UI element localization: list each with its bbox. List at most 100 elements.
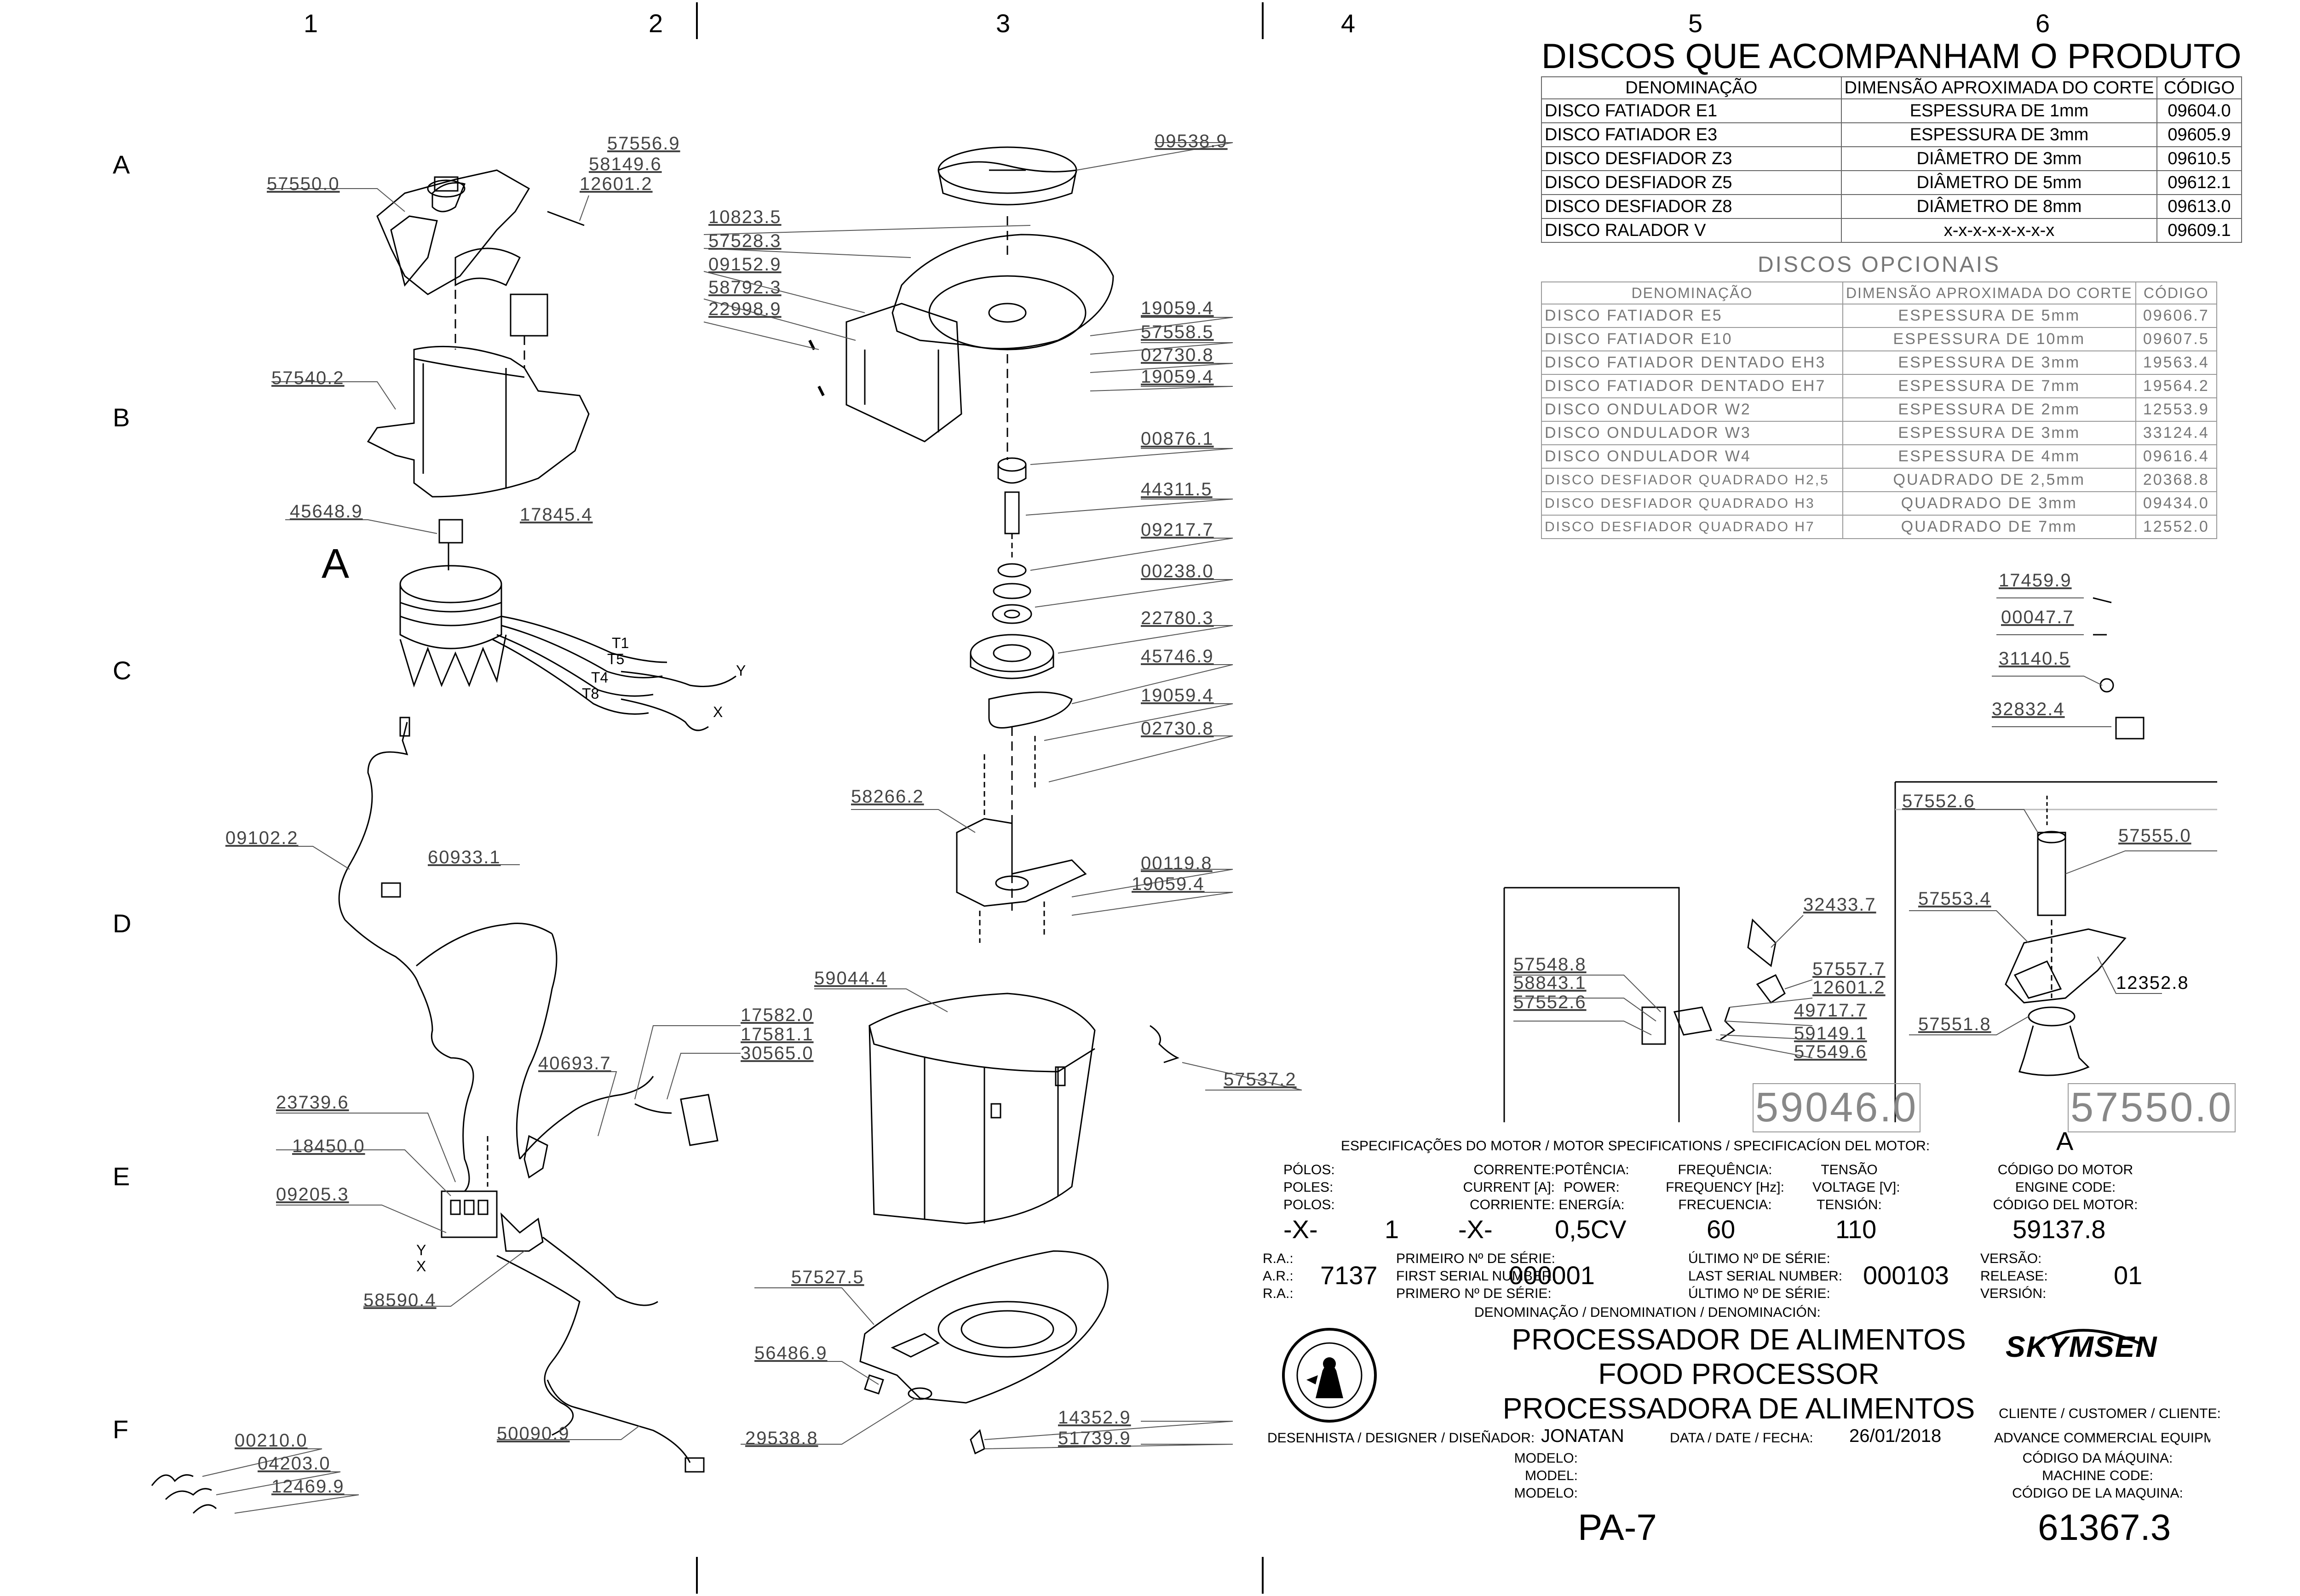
table-cell: DISCO DESFIADOR Z3 xyxy=(1541,146,1842,171)
table-header: DENOMINAÇÃO xyxy=(1541,281,1843,304)
motor-spec-heading: ESPECIFICAÇÕES DO MOTOR / MOTOR SPECIFIC… xyxy=(1341,1138,1930,1154)
part-label: 17582.0 xyxy=(741,1005,814,1025)
switch-detail-box xyxy=(1503,887,1786,1122)
table-cell: DISCO FATIADOR E1 xyxy=(1541,98,1842,123)
table-cell: DISCO DESFIADOR QUADRADO H2,5 xyxy=(1541,468,1843,492)
wire-label: Y xyxy=(736,662,746,679)
table-header: DIMENSÃO APROXIMADA DO CORTE xyxy=(1840,76,2158,99)
part-label: 19059.4 xyxy=(1141,685,1214,706)
part-label: 12601.2 xyxy=(1812,977,1886,998)
grid-column-3: 3 xyxy=(996,9,1011,38)
wire-label: X xyxy=(713,704,723,720)
motor-view-letter: A xyxy=(322,541,351,587)
last-serial-label: ÚLTIMO Nº DE SÉRIE: LAST SERIAL NUMBER: … xyxy=(1688,1251,1843,1301)
part-label: 00047.7 xyxy=(2001,607,2074,627)
part-label: 17459.9 xyxy=(1999,570,2072,591)
part-label: 32433.7 xyxy=(1803,895,1876,915)
table-cell: x-x-x-x-x-x-x-x xyxy=(1840,218,2158,243)
base-housing xyxy=(868,993,1096,1224)
part-label: 17845.4 xyxy=(520,505,593,525)
feed-head-lid xyxy=(376,169,585,337)
first-serial-value: 000001 xyxy=(1509,1261,1595,1290)
date-label: DATA / DATE / FECHA: xyxy=(1670,1430,1813,1446)
version-value: 01 xyxy=(2114,1261,2143,1290)
part-label: 00876.1 xyxy=(1141,429,1214,449)
table-header: CÓDIGO xyxy=(2135,281,2218,304)
grid-row-e: E xyxy=(113,1162,130,1191)
table-cell: 09606.7 xyxy=(2135,304,2218,328)
part-label: 58792.3 xyxy=(708,277,782,298)
grid-column-1: 1 xyxy=(304,9,318,38)
table-cell: 19564.2 xyxy=(2135,374,2218,398)
part-label: 58266.2 xyxy=(851,787,924,807)
part-label: 45648.9 xyxy=(290,501,363,522)
part-label: 22998.9 xyxy=(708,299,782,319)
grid-row-f: F xyxy=(113,1415,129,1444)
table-cell: ESPESSURA DE 1mm xyxy=(1840,98,2158,123)
grid-row-d: D xyxy=(113,909,132,938)
grid-column-2: 2 xyxy=(649,9,663,38)
detail-view-label: 59046.0 xyxy=(1753,1083,1921,1132)
table-cell: 19563.4 xyxy=(2135,350,2218,375)
part-label: 19059.4 xyxy=(1141,367,1214,387)
last-serial-value: 000103 xyxy=(1863,1261,1949,1290)
part-label: 31140.5 xyxy=(1999,649,2070,669)
wire-label: Y xyxy=(416,1242,426,1258)
top-divider-3-4 xyxy=(1262,2,1264,39)
power-label: POTÊNCIA: POWER: ENERGÍA: xyxy=(1555,1162,1629,1212)
part-label: 57550.0 xyxy=(267,174,340,194)
table-cell: DISCO ONDULADOR W3 xyxy=(1541,421,1843,445)
part-label: 09152.9 xyxy=(708,254,782,275)
svg-text:SKYMSEN: SKYMSEN xyxy=(2006,1330,2157,1363)
part-label: 12352.8 xyxy=(2116,973,2189,993)
motor-letter: A xyxy=(2056,1126,2074,1155)
capacitor-switch xyxy=(441,1135,658,1436)
part-label: 59149.1 xyxy=(1794,1023,1867,1044)
cable-harness xyxy=(546,1379,705,1473)
part-label: 09102.2 xyxy=(225,828,299,848)
machine-code-value: 61367.3 xyxy=(2038,1507,2171,1548)
table-cell: 09607.5 xyxy=(2135,327,2218,351)
table-cell: DIÂMETRO DE 8mm xyxy=(1840,194,2158,219)
table-cell: DISCO FATIADOR E10 xyxy=(1541,327,1843,351)
poles-label: PÓLOS: POLES: POLOS: xyxy=(1283,1162,1335,1212)
table-cell: DISCO DESFIADOR Z8 xyxy=(1541,194,1842,219)
poles-value: -X- xyxy=(1283,1215,1318,1244)
product-name-en: FOOD PROCESSOR xyxy=(1598,1357,1880,1390)
table-cell: DISCO RALADOR V xyxy=(1541,218,1842,243)
cutting-disc xyxy=(937,146,1077,206)
skymsen-logo-icon: SKYMSEN xyxy=(2006,1329,2157,1363)
part-label: 12469.9 xyxy=(271,1476,345,1497)
version-label: VERSÃO: RELEASE: VERSIÓN: xyxy=(1980,1251,2048,1301)
bottom-divider-2-3 xyxy=(696,1557,698,1594)
part-label: 40693.7 xyxy=(538,1053,611,1074)
part-label: 57537.2 xyxy=(1224,1069,1297,1090)
part-label: 57556.9 xyxy=(607,133,680,154)
part-label: 58590.4 xyxy=(363,1290,437,1310)
part-label: 59044.4 xyxy=(814,968,887,988)
current-value-a: 1 xyxy=(1385,1215,1399,1244)
power-cord xyxy=(338,717,654,1192)
part-label: 57553.4 xyxy=(1918,889,1991,909)
ra-label: R.A.: A.R.: R.A.: xyxy=(1263,1251,1294,1301)
table-cell: 12552.0 xyxy=(2135,515,2218,539)
table-cell: 09604.0 xyxy=(2156,98,2242,123)
part-label: 45746.9 xyxy=(1141,646,1214,666)
part-label: 58843.1 xyxy=(1513,973,1587,993)
brand-logo: SKYMSEN xyxy=(2001,1325,2157,1366)
top-divider-2-3 xyxy=(696,2,698,39)
table-cell: ESPESSURA DE 3mm xyxy=(1842,350,2136,375)
table-cell: QUADRADO DE 7mm xyxy=(1842,515,2136,539)
part-label: 57558.5 xyxy=(1141,322,1214,342)
table-cell: 09605.9 xyxy=(2156,122,2242,147)
motor-assembly xyxy=(399,519,736,731)
table-header: DIMENSÃO APROXIMADA DO CORTE xyxy=(1842,281,2136,304)
part-label: 22780.3 xyxy=(1141,608,1214,628)
table-cell: 12553.9 xyxy=(2135,397,2218,422)
table-cell: 20368.8 xyxy=(2135,468,2218,492)
part-label: 58149.6 xyxy=(589,154,662,174)
table-cell: DISCO DESFIADOR QUADRADO H7 xyxy=(1541,515,1843,539)
table-cell: DISCO ONDULADOR W2 xyxy=(1541,397,1843,422)
part-label: 00238.0 xyxy=(1141,561,1214,581)
